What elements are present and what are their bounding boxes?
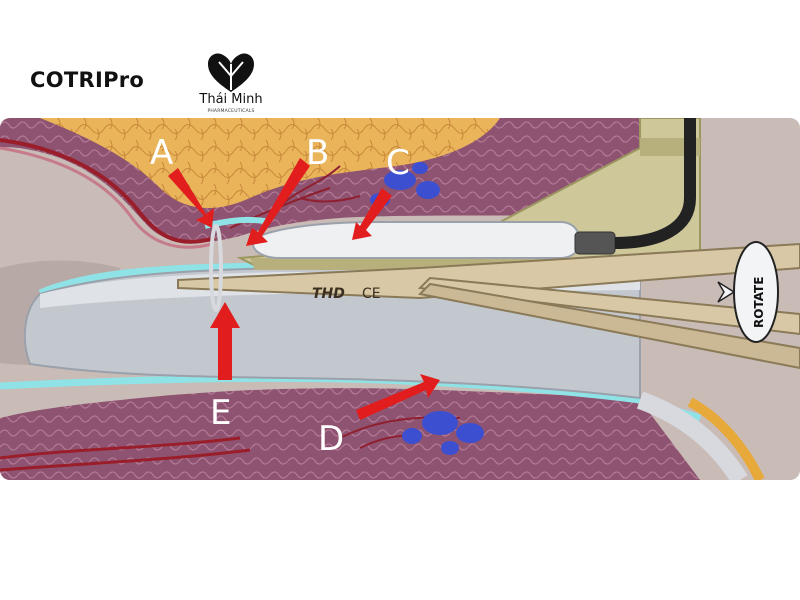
- arrow-d: [356, 374, 440, 420]
- logo-name: Thái Minh: [199, 92, 263, 107]
- label-a: A: [150, 133, 173, 173]
- rotate-dial[interactable]: ROTATE: [717, 241, 779, 343]
- arrow-c: [352, 188, 392, 240]
- instrument-shaft: [177, 242, 800, 300]
- logo-subtitle: PHARMACEUTICALS: [207, 109, 255, 114]
- label-b: B: [306, 133, 329, 173]
- label-e: E: [210, 393, 231, 433]
- arrows: [168, 158, 440, 420]
- doppler-probe: [252, 221, 582, 259]
- thai-minh-logo: [208, 53, 254, 92]
- brand-name: COTRIPro: [30, 68, 145, 92]
- arrow-b: [246, 158, 310, 246]
- lower-veins: [402, 411, 484, 455]
- label-c: C: [386, 143, 410, 183]
- lower-tissue: [0, 388, 700, 480]
- thd-marking: THD: [312, 286, 345, 302]
- label-d: D: [318, 419, 344, 459]
- arrow-a: [168, 168, 214, 228]
- ce-marking: CE: [362, 286, 381, 302]
- dial-text: ROTATE: [752, 277, 766, 328]
- thd-device-diagram: THD CE ROTATE A B C D E: [0, 118, 800, 480]
- arrow-e: [218, 324, 232, 380]
- suture-ring: [209, 224, 223, 312]
